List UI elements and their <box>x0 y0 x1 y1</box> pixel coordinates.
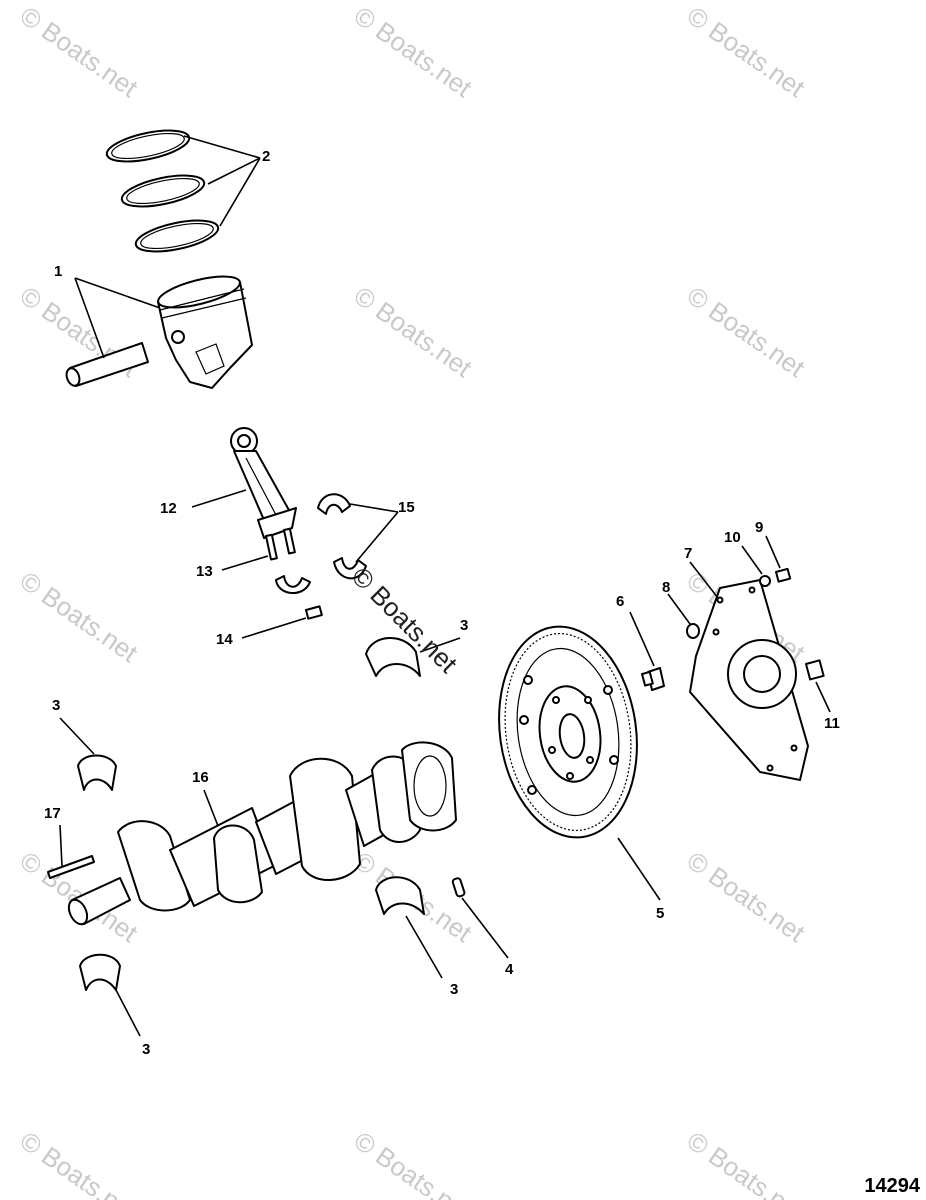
watermark: © Boats.net <box>15 565 144 668</box>
rod-bearing-upper <box>317 493 351 515</box>
callout-10: 10 <box>724 529 741 546</box>
callout-6: 6 <box>616 593 624 610</box>
callout-2: 2 <box>262 148 270 165</box>
crankshaft-key <box>47 855 95 879</box>
callout-16: 16 <box>192 769 209 786</box>
watermark: © Boats.net <box>15 0 144 103</box>
callout-14: 14 <box>216 631 233 648</box>
small-pin <box>451 877 466 898</box>
main-bearing-left-bottom <box>79 953 121 991</box>
watermark: © Boats.net <box>682 845 811 948</box>
rod-bolts <box>265 527 296 561</box>
callout-5: 5 <box>656 905 664 922</box>
watermark-layer: © Boats.net © Boats.net © Boats.net © Bo… <box>15 0 811 1200</box>
crankshaft <box>67 741 457 926</box>
callout-11: 11 <box>824 715 840 732</box>
watermark: © Boats.net <box>682 0 811 103</box>
callout-17: 17 <box>44 805 61 822</box>
watermark: © Boats.net <box>349 1125 478 1200</box>
main-bearing-left-top <box>77 754 117 791</box>
callout-3: 3 <box>142 1041 150 1058</box>
diagram-number: 14294 <box>864 1175 920 1197</box>
callout-3: 3 <box>450 981 458 998</box>
callout-3: 3 <box>460 617 468 634</box>
watermark: © Boats.net <box>349 280 478 383</box>
callout-labels: 1 2 12 13 15 14 3 3 17 16 3 4 3 5 6 8 7 … <box>44 148 840 1058</box>
plate-dowel <box>686 623 700 639</box>
watermark: © Boats.net <box>15 1125 144 1200</box>
connecting-rod <box>230 427 297 539</box>
callout-7: 7 <box>684 545 692 562</box>
flywheel <box>498 625 638 839</box>
watermark: © Boats.net <box>682 280 811 383</box>
leader-lines <box>59 135 831 1037</box>
flywheel-bolt <box>641 667 665 691</box>
piston-rings <box>105 129 220 253</box>
callout-9: 9 <box>755 519 763 536</box>
dowel-pin <box>304 605 323 620</box>
adapter-plate <box>689 579 809 781</box>
piston-assembly <box>65 275 253 389</box>
callout-1: 1 <box>54 263 62 280</box>
rod-cap-bearing <box>275 575 311 594</box>
plate-fitting <box>804 659 825 681</box>
watermark: © Boats.net <box>682 1125 811 1200</box>
watermark: © Boats.net <box>349 0 478 103</box>
callout-3: 3 <box>52 697 60 714</box>
plate-bolt-and-washer <box>759 567 792 587</box>
callout-4: 4 <box>505 961 514 978</box>
callout-15: 15 <box>398 499 415 516</box>
callout-13: 13 <box>196 563 213 580</box>
callout-12: 12 <box>160 500 177 517</box>
main-bearing-lower-center <box>375 876 425 915</box>
main-bearing-upper-right <box>365 637 421 677</box>
callout-8: 8 <box>662 579 670 596</box>
